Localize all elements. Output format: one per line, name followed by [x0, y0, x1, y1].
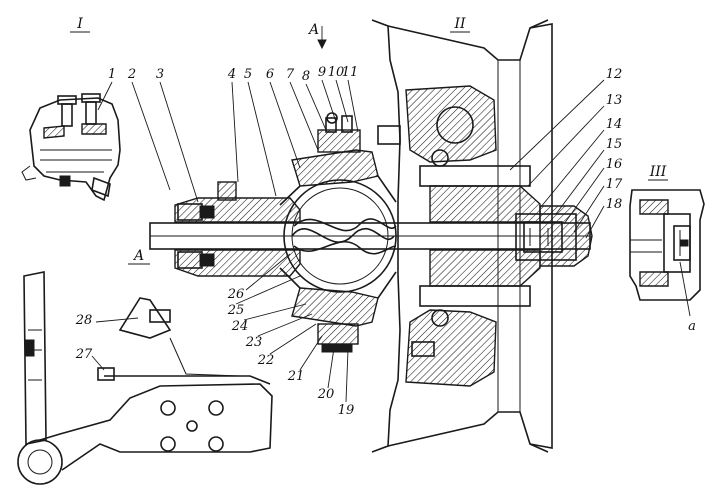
callout-8: 8	[302, 69, 310, 84]
callout-3: 3	[156, 67, 164, 82]
section-label-detail-2: II	[453, 16, 466, 32]
callout-1: 1	[108, 67, 116, 82]
callout-15: 15	[606, 137, 623, 152]
callout-16: 16	[606, 157, 623, 172]
leader-lines	[91, 79, 691, 403]
callout-10: 10	[328, 65, 345, 80]
section-label-detail-3: III	[649, 164, 667, 180]
callout-a: a	[688, 319, 696, 334]
section-markers	[70, 26, 668, 265]
callout-13: 13	[606, 93, 623, 108]
section-label-detail-1: I	[76, 16, 83, 32]
callout-21: 21	[287, 369, 305, 384]
callout-20: 20	[317, 387, 335, 402]
callout-labels: 1 2 3 4 5 6 7 8 9 10 11 12 13 14 15 16 1…	[75, 65, 696, 418]
callout-12: 12	[606, 67, 623, 82]
callout-6: 6	[266, 67, 274, 82]
callout-24: 24	[231, 319, 249, 334]
callout-5: 5	[244, 67, 252, 82]
callout-2: 2	[127, 67, 136, 82]
callout-9: 9	[318, 65, 326, 80]
callout-17: 17	[606, 177, 623, 192]
callout-18: 18	[606, 197, 623, 212]
callout-27: 27	[75, 347, 93, 362]
callout-14: 14	[606, 117, 623, 132]
axle-housing	[149, 112, 591, 353]
detail-view-3	[629, 189, 705, 301]
section-label-a-top: A	[307, 22, 319, 38]
callout-25: 25	[227, 303, 245, 318]
steering-arm-view	[17, 271, 273, 485]
detail-view-1	[21, 93, 121, 202]
callout-11: 11	[342, 65, 359, 80]
callout-28: 28	[75, 313, 93, 328]
callout-26: 26	[227, 287, 245, 302]
callout-4: 4	[227, 67, 236, 82]
wheel-hub-assembly	[371, 19, 593, 453]
section-label-a-left: A	[132, 248, 144, 264]
callout-23: 23	[245, 335, 263, 350]
callout-22: 22	[257, 353, 275, 368]
callout-19: 19	[338, 403, 355, 418]
callout-7: 7	[286, 67, 295, 82]
